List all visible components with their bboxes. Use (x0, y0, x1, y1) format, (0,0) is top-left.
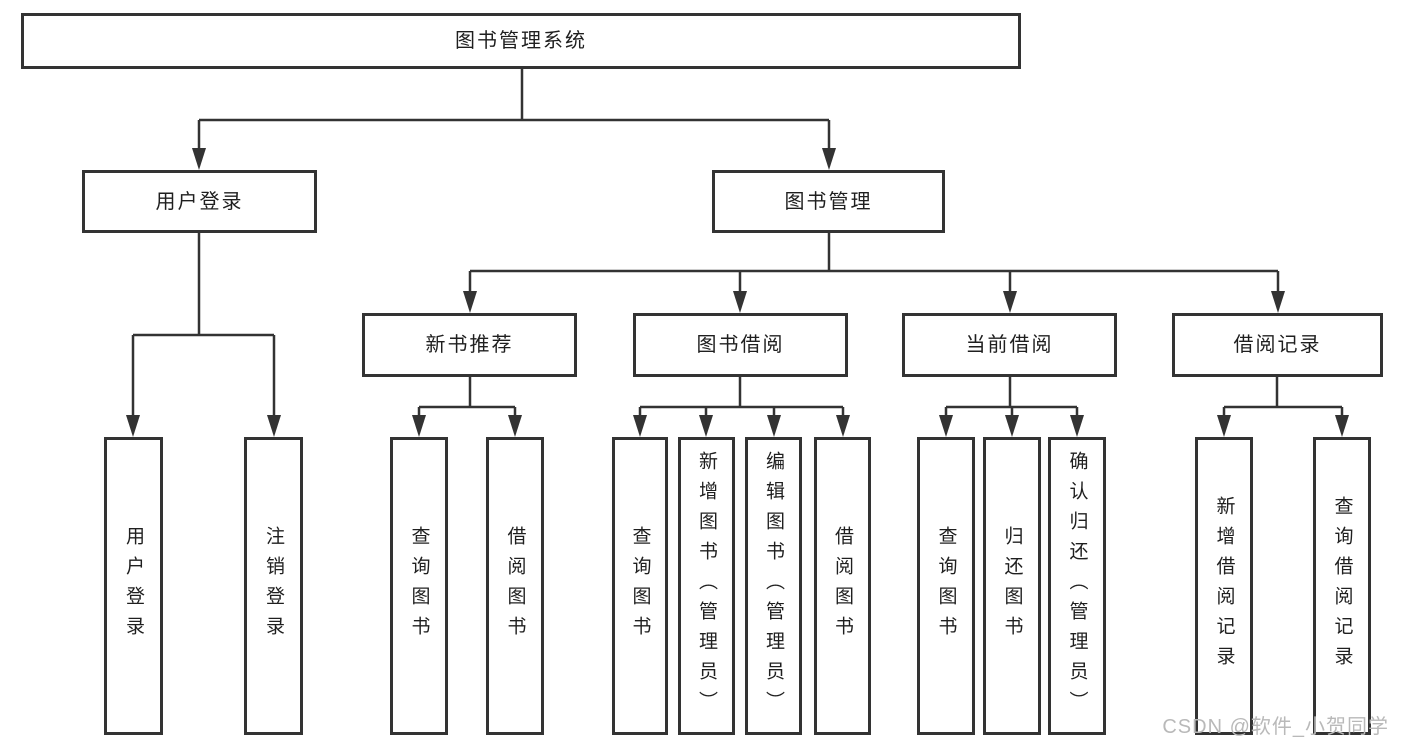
node-book-management: 图书管理 (712, 170, 945, 233)
leaf-add-borrow-record: 新增借阅记录 (1195, 437, 1253, 735)
node-current-borrowing: 当前借阅 (902, 313, 1117, 377)
node-new-book-recommend: 新书推荐 (362, 313, 577, 377)
leaf-query-borrow-record: 查询借阅记录 (1313, 437, 1371, 735)
csdn-watermark: CSDN @软件_小贺同学 (1162, 716, 1389, 738)
leaf-query-book-2: 查询图书 (612, 437, 668, 735)
arrowhead-icons (126, 148, 1349, 437)
leaf-query-book-3: 查询图书 (917, 437, 975, 735)
leaf-confirm-return-admin: 确认归还（管理员） (1048, 437, 1106, 735)
leaf-logout: 注销登录 (244, 437, 303, 735)
leaf-user-login: 用户登录 (104, 437, 163, 735)
node-root-library-system: 图书管理系统 (21, 13, 1021, 69)
node-user-login: 用户登录 (82, 170, 317, 233)
leaf-edit-book-admin: 编辑图书（管理员） (745, 437, 802, 735)
leaf-borrow-book-2: 借阅图书 (814, 437, 871, 735)
leaf-add-book-admin: 新增图书（管理员） (678, 437, 735, 735)
leaf-borrow-book-1: 借阅图书 (486, 437, 544, 735)
node-book-borrowing: 图书借阅 (633, 313, 848, 377)
leaf-return-book: 归还图书 (983, 437, 1041, 735)
leaf-query-book-1: 查询图书 (390, 437, 448, 735)
node-borrowing-records: 借阅记录 (1172, 313, 1383, 377)
